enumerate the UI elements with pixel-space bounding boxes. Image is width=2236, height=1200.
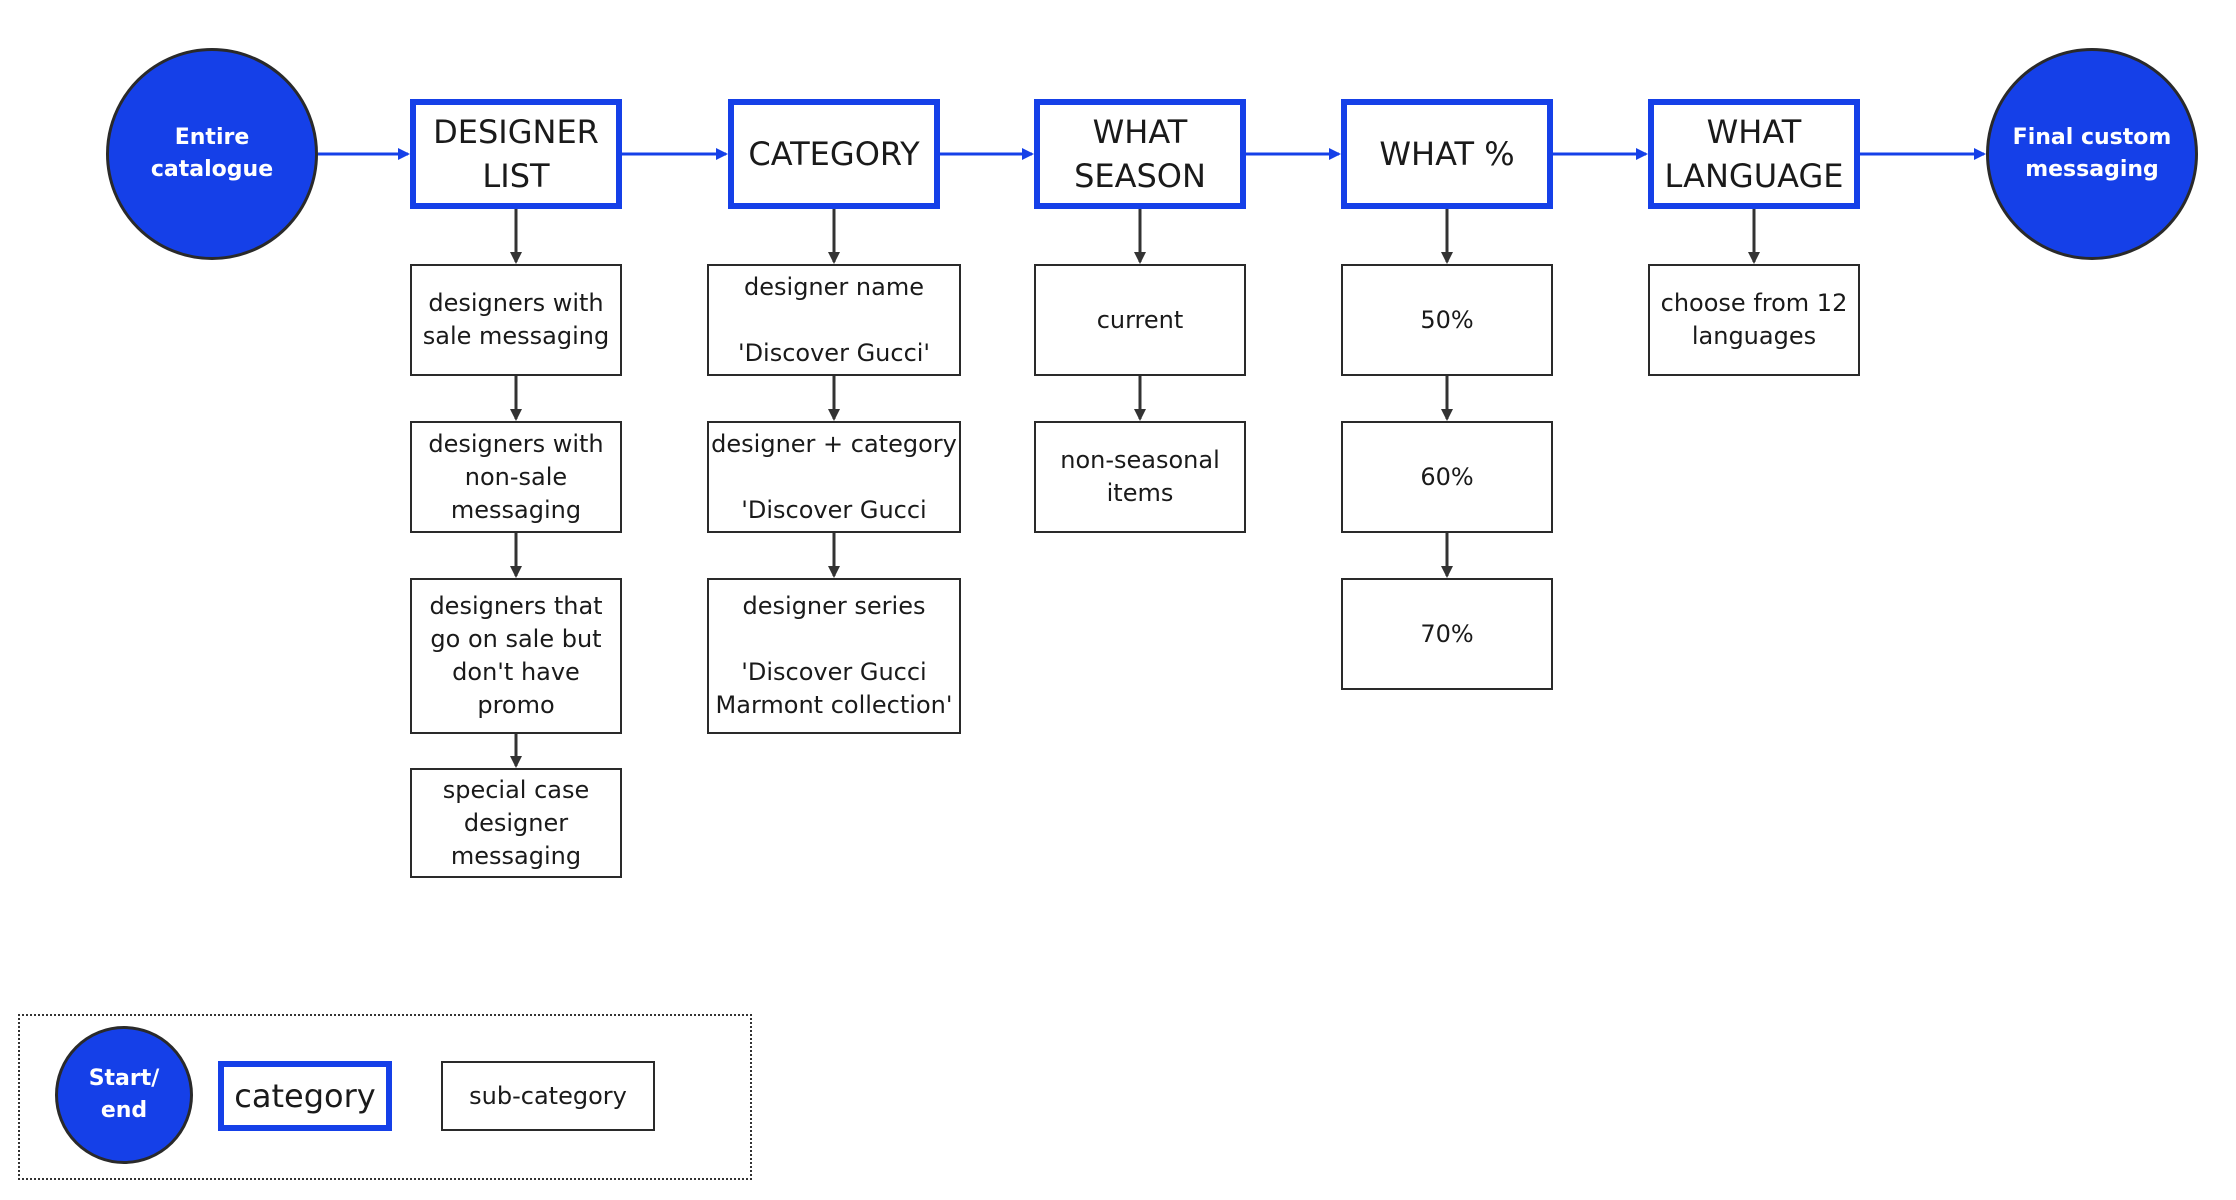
subcategory-box: designer name 'Discover Gucci'	[707, 264, 961, 376]
category-what-percent: WHAT %	[1341, 99, 1553, 209]
subcategory-box: designers with sale messaging	[410, 264, 622, 376]
subcategory-box: 60%	[1341, 421, 1553, 533]
category-category: CATEGORY	[728, 99, 940, 209]
subcategory-box: non-seasonal items	[1034, 421, 1246, 533]
category-what-language: WHAT LANGUAGE	[1648, 99, 1860, 209]
subcategory-arrows	[510, 209, 1760, 768]
category-designer-list: DESIGNER LIST	[410, 99, 622, 209]
subcategory-box: 70%	[1341, 578, 1553, 690]
subcategory-box: special case designer messaging	[410, 768, 622, 878]
legend-category-symbol: category	[218, 1061, 392, 1131]
subcategory-box: designers with non-sale messaging	[410, 421, 622, 533]
subcategory-box: current	[1034, 264, 1246, 376]
subcategory-box: designers that go on sale but don't have…	[410, 578, 622, 734]
end-node-final-custom-messaging: Final custom messaging	[1986, 48, 2198, 260]
start-node-entire-catalogue: Entire catalogue	[106, 48, 318, 260]
legend-subcategory-symbol: sub-category	[441, 1061, 655, 1131]
subcategory-box: choose from 12 languages	[1648, 264, 1860, 376]
legend-start-end-symbol: Start/ end	[55, 1026, 193, 1164]
subcategory-box: 50%	[1341, 264, 1553, 376]
category-what-season: WHAT SEASON	[1034, 99, 1246, 209]
subcategory-box: designer series 'Discover Gucci Marmont …	[707, 578, 961, 734]
subcategory-box: designer + category 'Discover Gucci	[707, 421, 961, 533]
legend	[18, 1014, 752, 1180]
